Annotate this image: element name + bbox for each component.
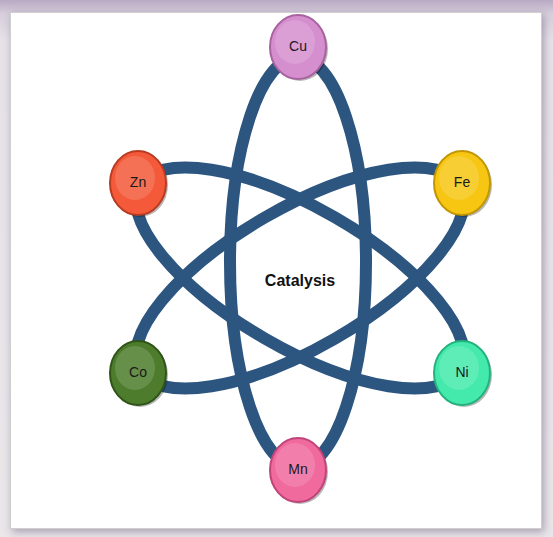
circle-highlight <box>275 20 315 64</box>
element-symbol: Fe <box>454 175 470 190</box>
circle-fill <box>434 151 490 215</box>
circle-fill <box>434 341 490 405</box>
element-symbol: Co <box>129 365 147 380</box>
center-label: Catalysis <box>265 272 335 290</box>
circle-fill <box>270 15 326 79</box>
element-circle: Mn <box>268 436 328 504</box>
element-circle: Ni <box>432 339 492 407</box>
orbit-ring <box>230 57 366 467</box>
circle-highlight <box>439 346 479 390</box>
orbit-ring <box>105 125 495 431</box>
circle-highlight <box>275 443 315 487</box>
circle-fill <box>270 438 326 502</box>
element-symbol: Ni <box>455 365 468 380</box>
circle-highlight <box>439 156 479 200</box>
element-symbol: Cu <box>289 39 307 54</box>
orbit-ring <box>105 125 495 431</box>
element-circle: Cu <box>268 13 328 81</box>
element-circle: Fe <box>432 149 492 217</box>
circle-highlight <box>115 156 155 200</box>
element-symbol: Mn <box>288 462 307 477</box>
circle-fill <box>110 151 166 215</box>
element-symbol: Zn <box>130 175 146 190</box>
circle-fill <box>110 341 166 405</box>
element-circle: Co <box>108 339 168 407</box>
element-circle: Zn <box>108 149 168 217</box>
circle-highlight <box>115 346 155 390</box>
